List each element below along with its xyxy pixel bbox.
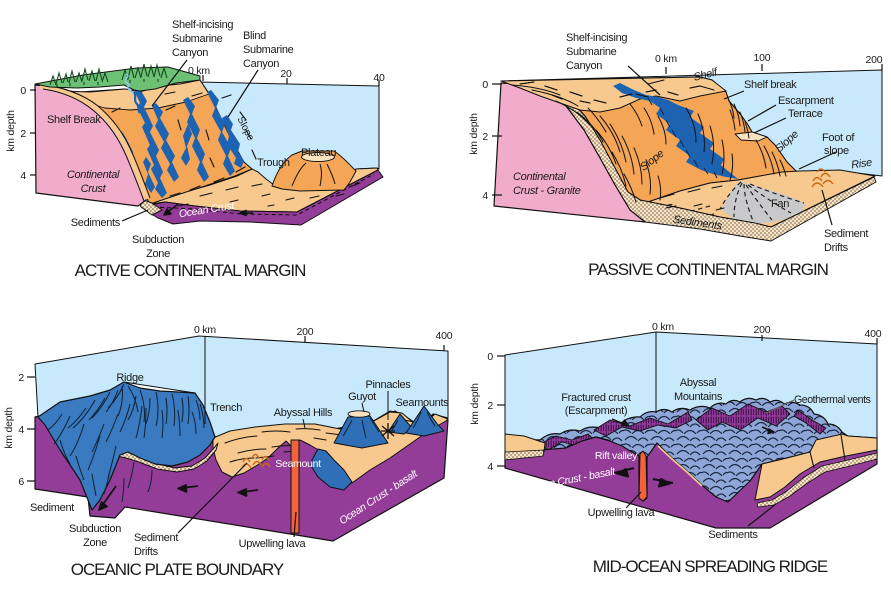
svg-text:Shelf break: Shelf break [744,79,797,91]
svg-text:OCEANIC PLATE BOUNDARY: OCEANIC PLATE BOUNDARY [71,560,284,579]
svg-text:Sediment: Sediment [824,228,868,240]
svg-text:Canyon: Canyon [243,58,279,70]
svg-text:Pinnacles: Pinnacles [366,379,412,391]
svg-text:0 km: 0 km [655,53,677,65]
svg-text:PASSIVE CONTINENTAL MARGIN: PASSIVE CONTINENTAL MARGIN [588,260,828,279]
svg-text:4: 4 [20,170,26,182]
svg-text:400: 400 [865,328,882,340]
svg-text:Guyot: Guyot [348,391,376,403]
svg-text:Sediment: Sediment [134,532,178,544]
svg-text:4: 4 [482,190,488,202]
svg-text:Subduction: Subduction [132,234,184,246]
svg-text:200: 200 [297,326,314,338]
svg-text:Shelf: Shelf [692,66,719,84]
svg-text:Seamounts: Seamounts [396,397,450,409]
svg-text:Geothermal vents: Geothermal vents [794,394,871,406]
svg-text:4: 4 [18,424,24,436]
svg-text:4: 4 [487,461,493,473]
svg-text:Submarine: Submarine [243,44,294,56]
svg-text:Subduction: Subduction [69,523,121,535]
svg-text:Shelf-incising: Shelf-incising [566,32,627,44]
svg-text:200: 200 [754,324,771,336]
svg-text:0: 0 [482,79,488,91]
svg-text:km depth: km depth [5,110,17,152]
svg-text:Seamount: Seamount [275,458,321,470]
svg-text:Sediment: Sediment [30,502,74,514]
svg-text:MID-OCEAN SPREADING RIDGE: MID-OCEAN SPREADING RIDGE [593,557,828,576]
svg-text:Continental: Continental [67,169,120,181]
svg-text:ACTIVE CONTINENTAL MARGIN: ACTIVE CONTINENTAL MARGIN [75,261,306,280]
svg-text:Continental: Continental [513,171,566,183]
svg-text:slope: slope [824,145,849,157]
svg-text:0 km: 0 km [188,65,210,77]
svg-text:km depth: km depth [469,383,481,425]
svg-text:0: 0 [487,351,493,363]
svg-text:Rift valley: Rift valley [595,450,638,462]
svg-text:Rise: Rise [850,157,872,172]
svg-text:Crust - Granite: Crust - Granite [513,185,581,197]
svg-text:Canyon: Canyon [566,60,602,72]
svg-text:km depth: km depth [468,113,480,155]
svg-text:0 km: 0 km [194,324,216,336]
svg-text:Submarine: Submarine [566,46,617,58]
svg-text:Fan: Fan [771,198,789,210]
svg-text:0 km: 0 km [652,321,674,333]
svg-text:Foot of: Foot of [822,132,855,144]
svg-text:Upwelling lava: Upwelling lava [239,538,307,550]
svg-text:Drifts: Drifts [134,546,159,558]
svg-text:(Escarpment): (Escarpment) [565,405,627,417]
svg-text:Canyon: Canyon [172,47,208,59]
svg-text:Sediments: Sediments [71,217,121,229]
svg-text:200: 200 [866,54,883,66]
svg-text:Zone: Zone [83,537,107,549]
svg-text:6: 6 [18,476,24,488]
svg-text:km depth: km depth [3,407,15,449]
svg-text:Upwelling lava: Upwelling lava [588,507,656,519]
svg-text:40: 40 [373,72,385,84]
svg-text:0: 0 [20,85,26,97]
svg-text:Abyssal Hills: Abyssal Hills [274,407,333,419]
svg-text:Shelf Break: Shelf Break [47,114,101,126]
svg-text:Zone: Zone [146,248,170,260]
svg-text:Blind: Blind [243,30,266,42]
svg-text:2: 2 [487,400,493,412]
svg-text:2: 2 [20,128,26,140]
svg-text:400: 400 [436,330,453,342]
svg-text:Trench: Trench [210,402,242,414]
svg-text:Plateau: Plateau [301,147,336,159]
svg-text:100: 100 [754,52,771,64]
svg-text:Crust: Crust [81,183,107,195]
svg-text:Ridge: Ridge [116,372,143,384]
svg-text:Abyssal: Abyssal [680,377,716,389]
svg-text:Mountains: Mountains [674,391,723,403]
svg-text:Sediments: Sediments [708,529,758,541]
svg-text:Submarine: Submarine [172,33,223,45]
svg-text:2: 2 [18,372,24,384]
svg-text:Shelf-incising: Shelf-incising [172,19,233,31]
svg-text:2: 2 [482,131,488,143]
svg-text:Escarpment: Escarpment [778,95,834,107]
svg-text:Terrace: Terrace [788,108,823,120]
svg-text:Fractured crust: Fractured crust [561,392,631,404]
svg-text:Trough: Trough [257,157,290,169]
svg-text:Drifts: Drifts [824,242,849,254]
svg-text:20: 20 [280,68,292,80]
